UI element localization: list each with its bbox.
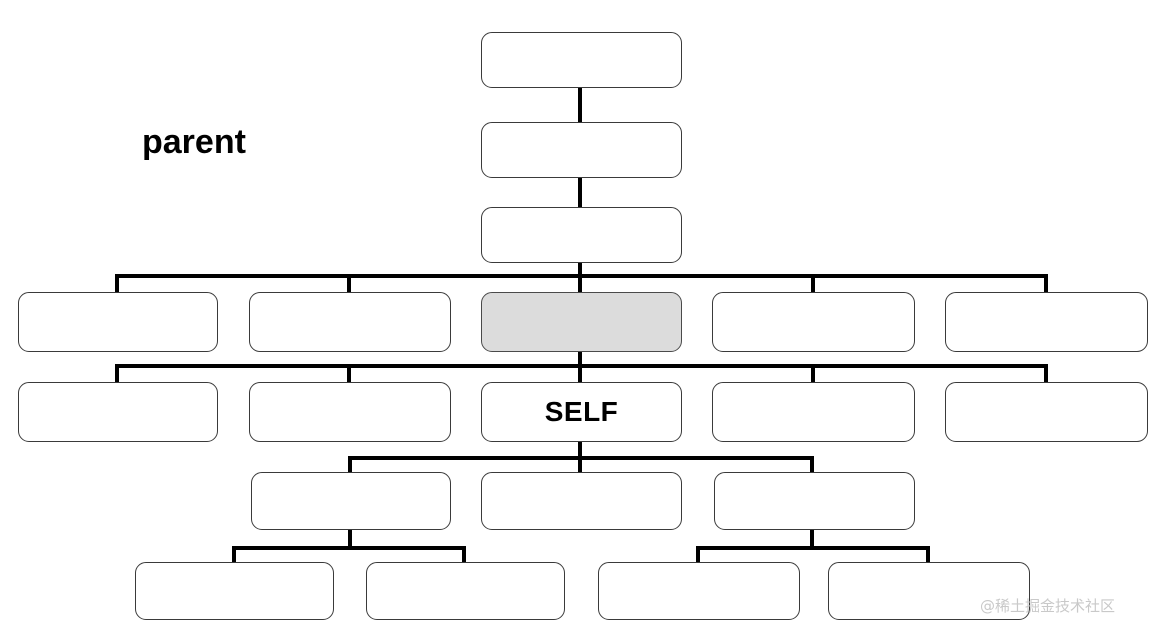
connector-v-self-bus3	[578, 442, 582, 464]
connector-bus2-drop-3	[578, 364, 582, 384]
node-label-ss-3: SELF	[544, 396, 619, 427]
node-ps-4[interactable]	[712, 292, 915, 352]
node-g-4[interactable]	[828, 562, 1030, 620]
connector-bus2-drop-2	[347, 364, 351, 384]
connector-v-a3-a2	[578, 88, 582, 122]
node-ss-1[interactable]	[18, 382, 218, 442]
node-g-1[interactable]	[135, 562, 334, 620]
connector-bus2-drop-4	[811, 364, 815, 384]
connector-bus5-drop-2	[926, 546, 930, 564]
node-ps-5[interactable]	[945, 292, 1148, 352]
connector-v-ps3-bus2	[578, 352, 582, 374]
node-c-1[interactable]	[251, 472, 451, 530]
connector-bus2-drop-1	[115, 364, 119, 384]
node-ps-1[interactable]	[18, 292, 218, 352]
node-ss-4[interactable]	[712, 382, 915, 442]
node-ss-5[interactable]	[945, 382, 1148, 442]
connector-v-c1-bus4	[348, 530, 352, 550]
connector-bus5-drop-1	[696, 546, 700, 564]
connector-bus-4	[234, 546, 466, 550]
node-c-2[interactable]	[481, 472, 682, 530]
connector-v-c3-bus5	[810, 530, 814, 550]
connector-bus4-drop-1	[232, 546, 236, 564]
node-c-3[interactable]	[714, 472, 915, 530]
connector-v-a2-a1	[578, 178, 582, 207]
node-a2-1[interactable]	[481, 122, 682, 178]
connector-bus1-drop-3	[578, 274, 582, 294]
connector-bus3-drop-3	[810, 456, 814, 474]
node-ps-3[interactable]	[481, 292, 682, 352]
connector-bus-3	[350, 456, 814, 460]
node-g-2[interactable]	[366, 562, 565, 620]
connector-bus-2	[117, 364, 1048, 368]
connector-bus-5	[698, 546, 930, 550]
connector-bus3-drop-2	[578, 456, 582, 474]
node-ss-2[interactable]	[249, 382, 451, 442]
node-a1-1[interactable]	[481, 207, 682, 263]
node-g-3[interactable]	[598, 562, 800, 620]
connector-bus1-drop-1	[115, 274, 119, 294]
connector-bus4-drop-2	[462, 546, 466, 564]
connector-bus1-drop-2	[347, 274, 351, 294]
connector-bus1-drop-4	[811, 274, 815, 294]
connector-bus-1	[117, 274, 1048, 278]
connector-bus2-drop-5	[1044, 364, 1048, 384]
node-a3-1[interactable]	[481, 32, 682, 88]
node-ps-2[interactable]	[249, 292, 451, 352]
parent-label: parent	[142, 123, 246, 161]
node-ss-3[interactable]: SELF	[481, 382, 682, 442]
watermark: @稀土掘金技术社区	[980, 597, 1116, 615]
connector-bus3-drop-1	[348, 456, 352, 474]
connector-bus1-drop-5	[1044, 274, 1048, 294]
